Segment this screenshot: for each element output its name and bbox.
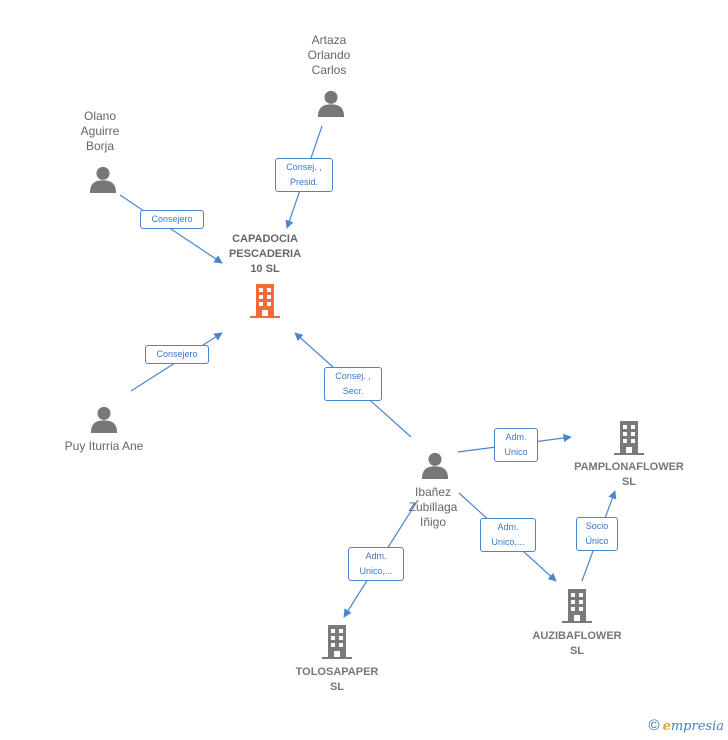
node-label-tolosapaper[interactable]: TOLOSAPAPER SL [295, 666, 379, 693]
edge-label-puy-capadocia: Consejero [145, 345, 209, 364]
edge-label-auziba-pamplona: Socio Único [576, 517, 618, 551]
copyright-symbol: © [648, 717, 660, 734]
node-label-auzibaflower[interactable]: AUZIBAFLOWER SL [532, 630, 622, 657]
building-icon-capadocia[interactable] [250, 284, 280, 318]
node-label-ibanez[interactable]: Ibañez Zubillaga Iñigo [408, 485, 458, 529]
edge-label-ibanez-tolosa: Adm. Unico,... [348, 547, 404, 581]
edge-label-ibanez-auziba: Adm. Unico,... [480, 518, 536, 552]
brand-initial: e [662, 719, 671, 734]
node-label-capadocia[interactable]: CAPADOCIA PESCADERIA 10 SL [228, 233, 302, 275]
building-icon-tolosapaper[interactable] [322, 625, 352, 659]
node-label-puy[interactable]: Puy Iturria Ane [64, 439, 144, 453]
node-label-pamplonaflower[interactable]: PAMPLONAFLOWER SL [574, 461, 684, 488]
person-icon-puy[interactable] [90, 406, 118, 433]
person-icon-artaza[interactable] [317, 90, 345, 117]
brand-logo: empresia [663, 719, 724, 734]
person-icon-olano[interactable] [89, 166, 117, 193]
person-icon-ibanez[interactable] [421, 452, 449, 479]
building-icon-pamplonaflower[interactable] [614, 421, 644, 455]
edge-label-artaza-capadocia: Consej. , Presid. [275, 158, 333, 192]
edge-label-ibanez-pamplona: Adm. Unico [494, 428, 538, 462]
edge-label-ibanez-capadocia: Consej. , Secr. [324, 367, 382, 401]
node-label-olano[interactable]: Olano Aguirre Borja [80, 109, 120, 153]
edge-label-olano-capadocia: Consejero [140, 210, 204, 229]
brand-rest: mpresia [670, 719, 724, 734]
edge-olano-capadocia [119, 194, 223, 264]
node-label-artaza[interactable]: Artaza Orlando Carlos [307, 33, 351, 77]
empresia-brand[interactable]: ©empresia [649, 717, 724, 734]
building-icon-auzibaflower[interactable] [562, 589, 592, 623]
